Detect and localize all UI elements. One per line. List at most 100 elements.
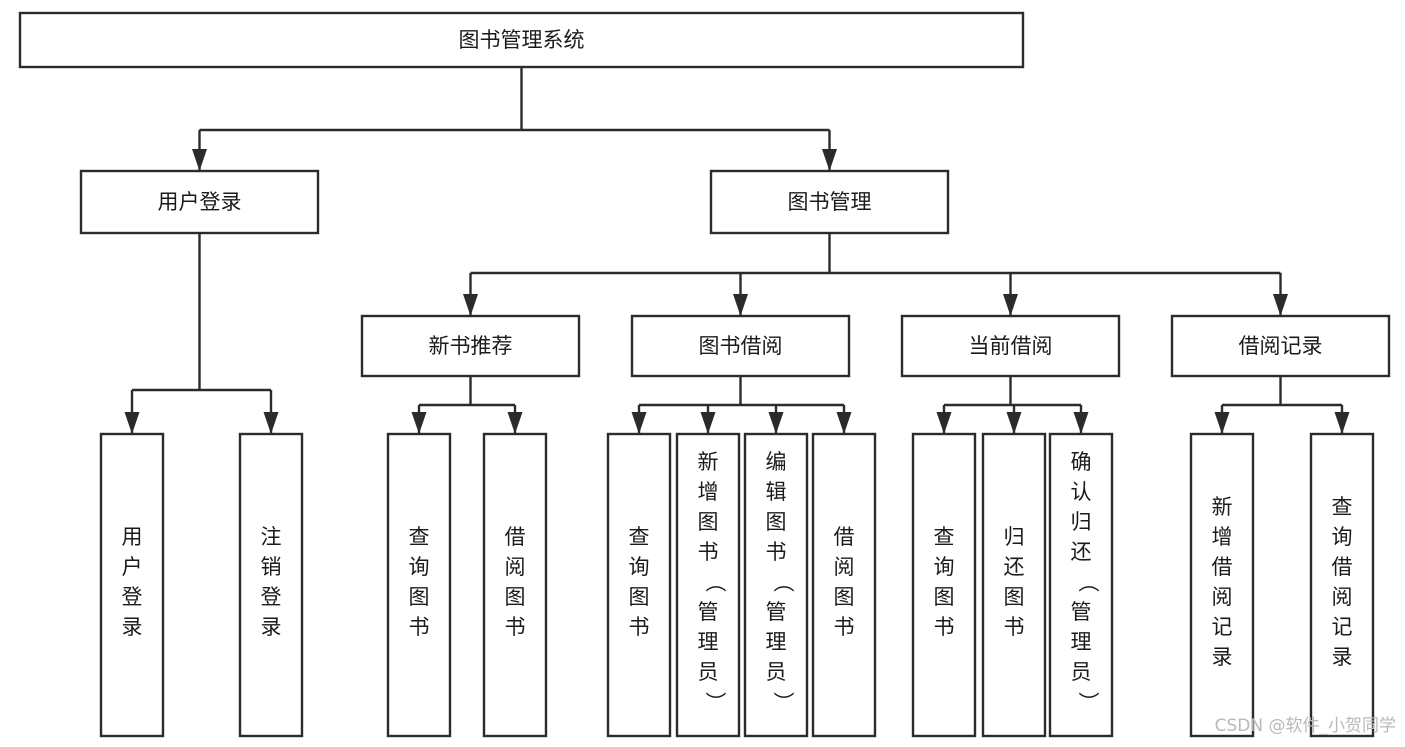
- nodes-layer: 图书管理系统用户登录图书管理新书推荐图书借阅当前借阅借阅记录用户登录注销登录查询…: [18, 11, 1391, 738]
- node-box: [1048, 432, 1114, 738]
- node-level1-1[interactable]: 图书管理: [709, 169, 950, 235]
- node-label-char: ）: [771, 692, 795, 713]
- node-label-char: 新: [698, 450, 719, 474]
- arrow-head-icon: [836, 412, 852, 434]
- node-label: 图书管理系统: [459, 28, 585, 52]
- node-label-char: 询: [1332, 525, 1353, 549]
- node-label-char: 员: [698, 660, 719, 684]
- node-label-char: 销: [261, 555, 282, 579]
- node-label-char: （: [1076, 572, 1100, 593]
- node-label-char: 登: [261, 585, 282, 609]
- node-label-char: 书: [934, 615, 955, 639]
- node-box: [900, 314, 1121, 378]
- node-label: 当前借阅: [969, 334, 1053, 358]
- node-box: [1189, 432, 1255, 738]
- node-box: [911, 432, 977, 738]
- node-label-char: 书: [766, 540, 787, 564]
- node-label-char: 记: [1212, 615, 1233, 639]
- node-label: 借阅记录: [1239, 334, 1323, 358]
- node-label-char: 询: [629, 555, 650, 579]
- node-label-char: 理: [766, 630, 787, 654]
- node-label-char: 归: [1004, 525, 1025, 549]
- node-label-char: 阅: [1212, 585, 1233, 609]
- node-label-char: 管: [1071, 600, 1092, 624]
- node-label-char: 阅: [505, 555, 526, 579]
- node-label-char: 查: [629, 525, 650, 549]
- node-label-char: 书: [834, 615, 855, 639]
- node-label-char: 询: [409, 555, 430, 579]
- node-label-char: 记: [1332, 615, 1353, 639]
- node-label-char: 阅: [1332, 585, 1353, 609]
- arrow-head-icon: [263, 412, 279, 434]
- arrow-head-icon: [822, 149, 837, 171]
- node-label-char: 图: [766, 510, 787, 534]
- node-box: [1170, 314, 1391, 378]
- node-box: [675, 432, 741, 738]
- arrow-head-icon: [1073, 412, 1089, 434]
- node-box: [386, 432, 452, 738]
- node-box: [238, 432, 304, 738]
- arrow-head-icon: [1006, 412, 1022, 434]
- arrow-head-icon: [768, 412, 784, 434]
- node-label-char: 借: [1212, 555, 1233, 579]
- node-label-char: 图: [1004, 585, 1025, 609]
- node-label-char: 管: [698, 600, 719, 624]
- arrow-head-icon: [1003, 294, 1018, 316]
- node-label: 新书推荐: [429, 334, 513, 358]
- node-label-char: 登: [122, 585, 143, 609]
- node-label-char: 书: [698, 540, 719, 564]
- node-box: [1309, 432, 1375, 738]
- arrow-head-icon: [700, 412, 716, 434]
- node-level2-0[interactable]: 新书推荐: [360, 314, 581, 378]
- node-label-char: 书: [409, 615, 430, 639]
- node-label-char: 录: [1332, 645, 1353, 669]
- node-label-char: 图: [409, 585, 430, 609]
- connectors-layer: [124, 67, 1350, 434]
- node-label-char: 录: [1212, 645, 1233, 669]
- node-root[interactable]: 图书管理系统: [18, 11, 1025, 69]
- node-level1-0[interactable]: 用户登录: [79, 169, 320, 235]
- node-level2-3[interactable]: 借阅记录: [1170, 314, 1391, 378]
- node-label-char: 图: [698, 510, 719, 534]
- arrow-head-icon: [1273, 294, 1288, 316]
- node-leaf-0[interactable]: 用户登录: [99, 432, 165, 738]
- node-label-char: 还: [1004, 555, 1025, 579]
- node-label-char: 图: [934, 585, 955, 609]
- node-label-char: 查: [1332, 495, 1353, 519]
- node-level2-1[interactable]: 图书借阅: [630, 314, 851, 378]
- arrow-head-icon: [411, 412, 427, 434]
- node-label-char: 书: [505, 615, 526, 639]
- arrow-head-icon: [1214, 412, 1230, 434]
- node-level2-2[interactable]: 当前借阅: [900, 314, 1121, 378]
- arrow-head-icon: [1334, 412, 1350, 434]
- node-label-char: 归: [1071, 510, 1092, 534]
- node-label-char: （: [703, 572, 727, 593]
- node-label-char: 确: [1071, 450, 1092, 474]
- node-label-char: 用: [122, 525, 143, 549]
- node-label-char: 管: [766, 600, 787, 624]
- node-label-char: 图: [505, 585, 526, 609]
- node-box: [743, 432, 809, 738]
- node-label-char: 认: [1071, 480, 1092, 504]
- node-label-char: 图: [629, 585, 650, 609]
- node-label-char: ）: [703, 692, 727, 713]
- arrow-head-icon: [192, 149, 207, 171]
- node-box: [18, 11, 1025, 69]
- node-label-char: 员: [766, 660, 787, 684]
- node-label-char: 询: [934, 555, 955, 579]
- node-label-char: 录: [122, 615, 143, 639]
- node-box: [811, 432, 877, 738]
